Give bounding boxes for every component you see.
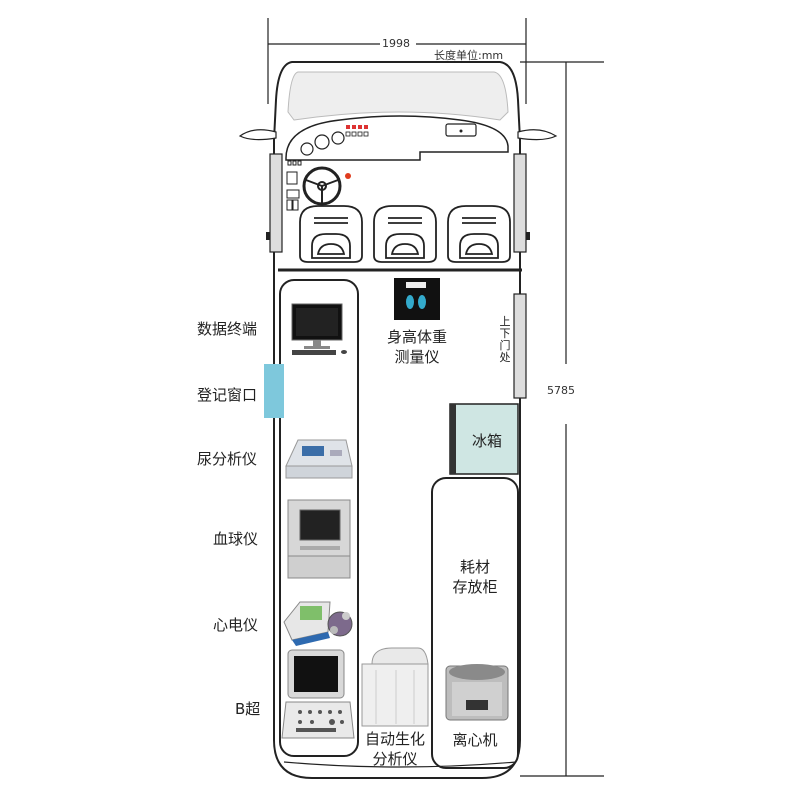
label-cabinet-line1: 耗材 xyxy=(459,558,490,576)
label-centrifuge: 离心机 xyxy=(452,731,498,749)
length-dimension-line xyxy=(520,61,604,777)
rear-side-door xyxy=(513,293,527,399)
left-mirror xyxy=(238,129,277,141)
unit-note: 长度单位:mm xyxy=(434,49,504,62)
label-height-weight-line2: 测量仪 xyxy=(394,348,440,366)
label-biochem-line2: 分析仪 xyxy=(372,750,418,768)
label-fridge: 冰箱 xyxy=(471,432,502,450)
label-ecg: 心电仪 xyxy=(213,616,259,634)
left-front-door xyxy=(269,153,283,253)
gauge-2 xyxy=(314,134,330,150)
right-mirror xyxy=(517,129,558,141)
label-height-weight-line1: 身高体重 xyxy=(386,328,447,346)
label-ultrasound: B超 xyxy=(235,700,261,718)
right-front-door xyxy=(513,153,527,253)
door-char-2: 下 xyxy=(499,327,511,340)
door-char-3: 门 xyxy=(499,339,511,352)
biochemistry-analyzer-icon xyxy=(361,647,429,727)
centrifuge-icon xyxy=(445,664,509,721)
ultrasound-machine-icon xyxy=(281,649,355,739)
label-blood-analyzer: 血球仪 xyxy=(213,530,259,548)
label-urine-analyzer: 尿分析仪 xyxy=(197,450,258,468)
length-dimension-label: 5785 xyxy=(547,384,575,397)
label-biochem-line1: 自动生化 xyxy=(364,730,425,748)
windshield xyxy=(287,71,509,121)
front-seat-middle xyxy=(373,205,437,263)
steering-wheel xyxy=(302,166,342,206)
blood-analyzer-icon xyxy=(287,499,351,579)
registration-window xyxy=(264,364,284,418)
gauge-3 xyxy=(331,131,345,145)
driver-controls xyxy=(286,160,302,211)
dashboard-buttons xyxy=(345,125,369,137)
width-dimension-line xyxy=(267,18,527,104)
rear-bumper xyxy=(283,761,517,768)
front-seat-left xyxy=(299,205,363,263)
front-seat-right xyxy=(447,205,511,263)
urine-analyzer-icon xyxy=(285,439,353,479)
height-weight-scale-icon xyxy=(394,278,440,320)
width-dimension-label: 1998 xyxy=(382,37,410,50)
door-char-1: 上 xyxy=(499,315,511,328)
door-char-4: 处 xyxy=(499,351,511,364)
fridge-box xyxy=(449,403,519,475)
gauge-1 xyxy=(300,142,314,156)
computer-terminal-icon xyxy=(291,303,347,355)
ecg-machine-icon xyxy=(283,601,353,646)
label-registration-window: 登记窗口 xyxy=(197,386,258,404)
label-cabinet-line2: 存放柜 xyxy=(452,578,498,596)
consumables-cabinet xyxy=(431,477,519,769)
label-data-terminal: 数据终端 xyxy=(197,320,258,338)
